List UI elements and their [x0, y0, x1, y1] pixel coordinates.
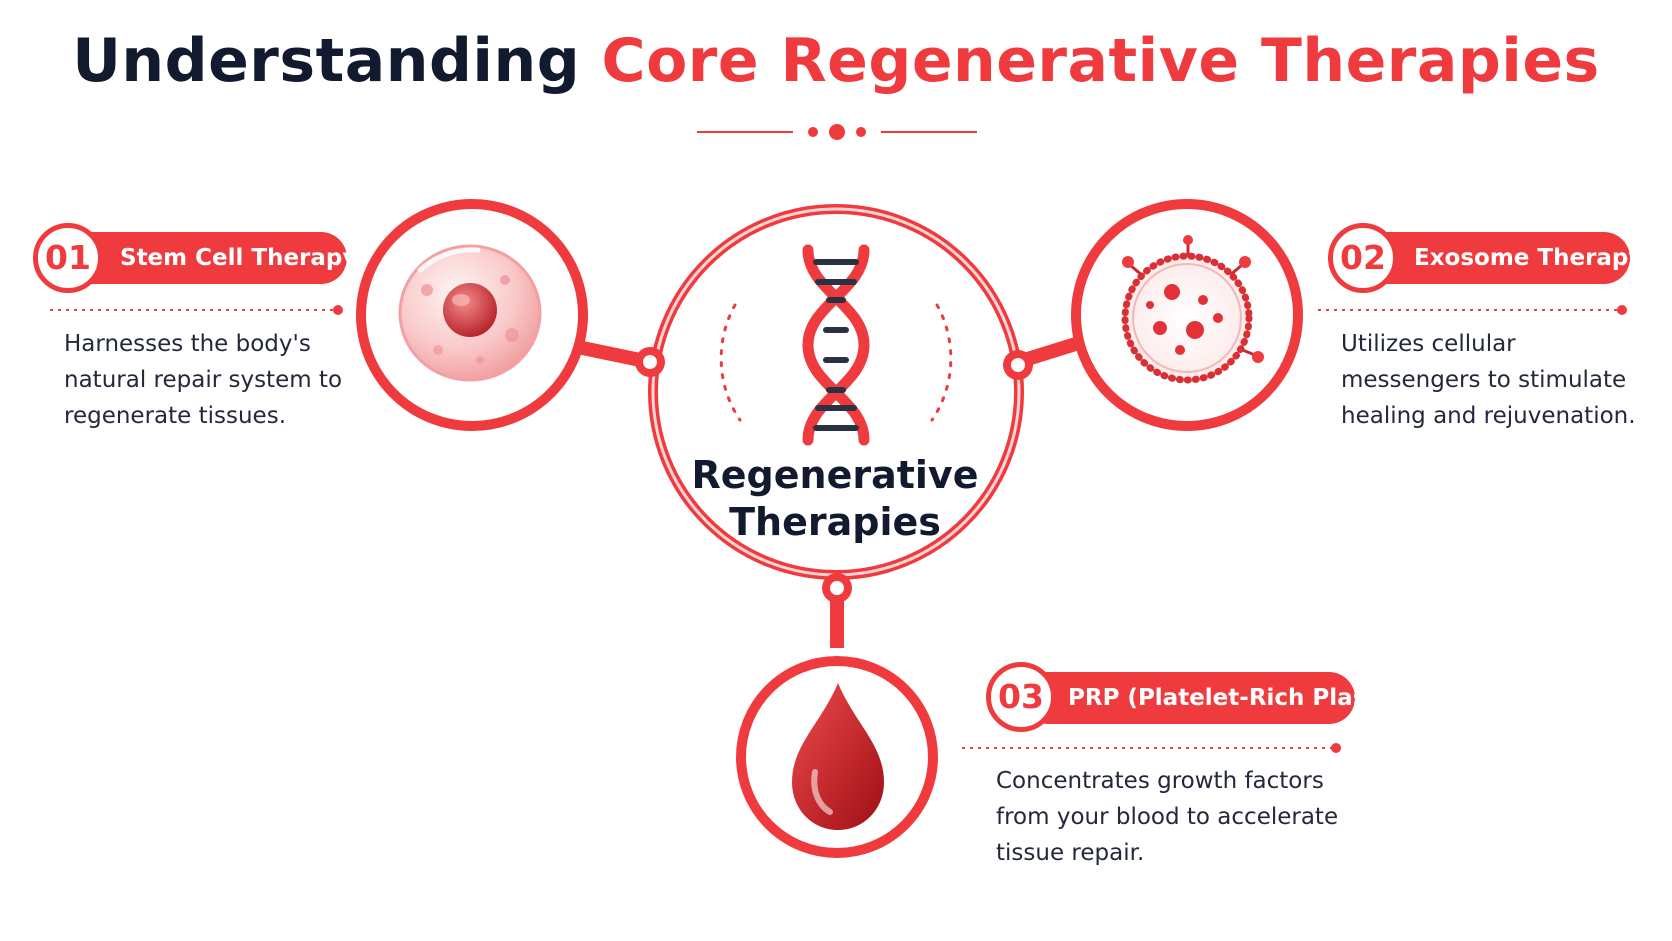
- therapy-3-description: Concentrates growth factors from your bl…: [996, 763, 1338, 871]
- therapy-2-number: 02: [1328, 223, 1398, 293]
- title-divider: [697, 124, 977, 140]
- therapy-3-pill: PRP (Platelet-Rich Plasma): [1022, 672, 1416, 724]
- therapy-3-name: PRP (Platelet-Rich Plasma): [1068, 685, 1417, 711]
- therapy-2-desc-line1: Utilizes cellular: [1341, 331, 1516, 357]
- hub-connector-nodes: [635, 347, 1033, 603]
- exosome-icon: [1121, 235, 1264, 384]
- therapy-1-desc-line3: regenerate tissues.: [64, 403, 287, 429]
- therapy-1-name: Stem Cell Therapy: [120, 245, 358, 271]
- title-part1: Understanding: [72, 26, 581, 96]
- page-title: Understanding Core Regenerative Therapie…: [0, 26, 1672, 96]
- therapy-1-description: Harnesses the body's natural repair syst…: [64, 326, 342, 434]
- title-part2: Core Regenerative Therapies: [601, 26, 1600, 96]
- therapy-1-desc-line2: natural repair system to: [64, 367, 343, 393]
- therapy-3-number: 03: [986, 662, 1056, 732]
- pill-dotted-lines: [50, 305, 1627, 753]
- blood-drop-icon: [792, 683, 884, 830]
- therapy-2-pill: Exosome Therapy: [1362, 232, 1643, 284]
- therapy-3-desc-line3: tissue repair.: [996, 840, 1145, 866]
- therapy-1-number: 01: [33, 223, 103, 293]
- center-label-line1: Regenerative: [691, 453, 979, 497]
- therapy-2-name: Exosome Therapy: [1414, 245, 1644, 271]
- therapy-1-pill: Stem Cell Therapy: [62, 232, 357, 284]
- therapy-1-desc-line1: Harnesses the body's: [64, 331, 311, 357]
- center-label-line2: Therapies: [729, 500, 941, 544]
- therapy-2-desc-line3: healing and rejuvenation.: [1341, 403, 1636, 429]
- therapy-3-desc-line1: Concentrates growth factors: [996, 768, 1324, 794]
- therapy-3-desc-line2: from your blood to accelerate: [996, 804, 1339, 830]
- dna-icon: [802, 244, 870, 446]
- therapy-2-desc-line2: messengers to stimulate: [1341, 367, 1627, 393]
- stem-cell-icon: [398, 244, 542, 382]
- therapy-2-description: Utilizes cellular messengers to stimulat…: [1341, 326, 1636, 434]
- center-label: Regenerative Therapies: [660, 452, 1010, 546]
